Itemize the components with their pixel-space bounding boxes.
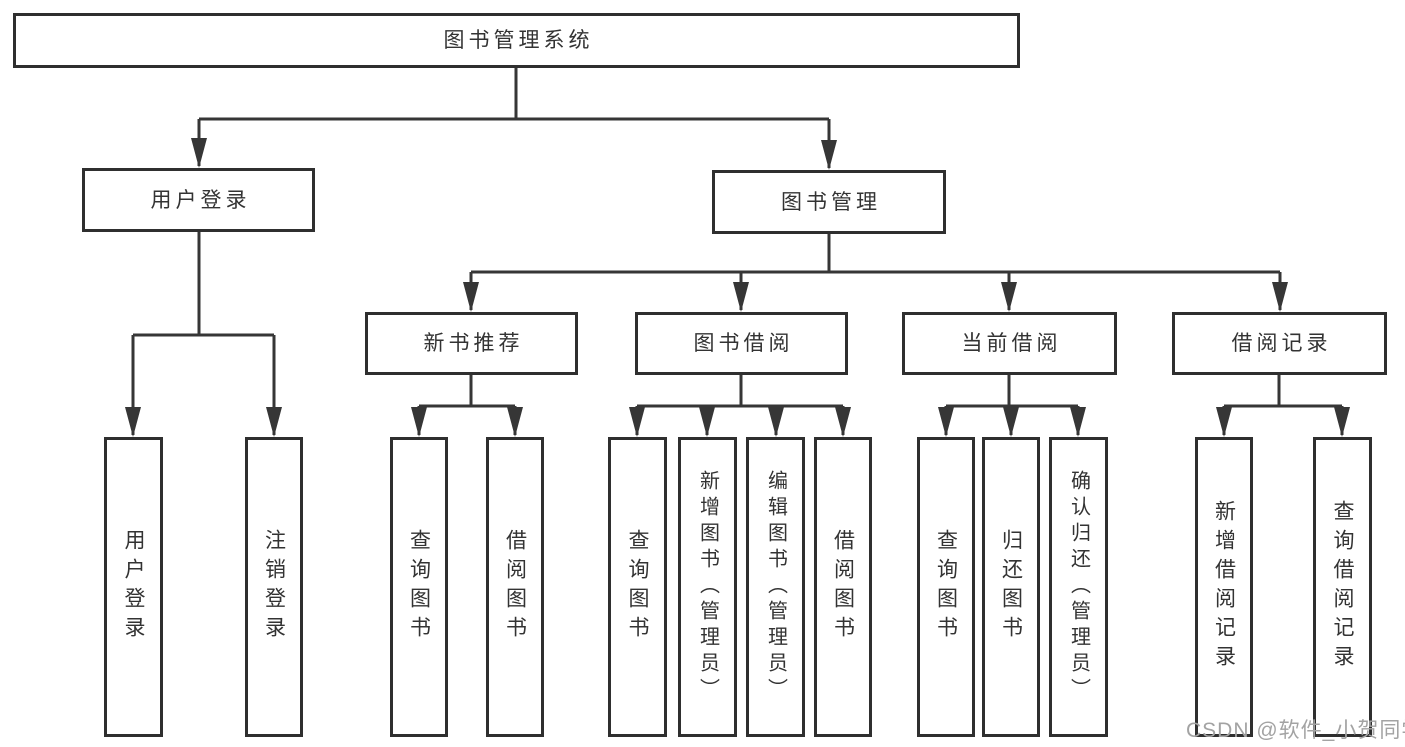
node-leaf-confirm-return-admin: 确认归还（管理员） bbox=[1049, 437, 1108, 737]
node-leaf-edit-book-admin: 编辑图书（管理员） bbox=[746, 437, 805, 737]
leaf-label: 编辑图书（管理员） bbox=[764, 470, 787, 704]
node-leaf-logout: 注销登录 bbox=[245, 437, 303, 737]
node-user-login: 用户登录 bbox=[82, 168, 315, 232]
leaf-label: 借阅图书 bbox=[831, 529, 855, 645]
leaf-label: 注销登录 bbox=[262, 529, 286, 645]
leaf-label: 新增借阅记录 bbox=[1212, 500, 1236, 674]
leaf-label: 新增图书（管理员） bbox=[696, 470, 719, 704]
node-leaf-add-book-admin: 新增图书（管理员） bbox=[678, 437, 737, 737]
node-leaf-query-books-current: 查询图书 bbox=[917, 437, 975, 737]
node-leaf-query-books-borrow: 查询图书 bbox=[608, 437, 667, 737]
leaf-label: 查询图书 bbox=[934, 529, 958, 645]
leaf-label: 查询图书 bbox=[407, 529, 431, 645]
leaf-label: 确认归还（管理员） bbox=[1067, 470, 1090, 704]
node-leaf-query-books-recommend: 查询图书 bbox=[390, 437, 448, 737]
arrowheads bbox=[125, 138, 1350, 437]
leaf-label: 查询借阅记录 bbox=[1331, 500, 1354, 674]
node-leaf-return-book: 归还图书 bbox=[982, 437, 1040, 737]
node-leaf-borrow-books-recommend: 借阅图书 bbox=[486, 437, 544, 737]
leaf-label: 借阅图书 bbox=[503, 529, 527, 645]
connector-lines bbox=[131, 68, 1344, 435]
leaf-label: 查询图书 bbox=[626, 529, 649, 645]
node-library-management-system: 图书管理系统 bbox=[13, 13, 1020, 68]
node-leaf-user-login: 用户登录 bbox=[104, 437, 163, 737]
node-leaf-add-borrow-record: 新增借阅记录 bbox=[1195, 437, 1253, 737]
node-leaf-query-borrow-record: 查询借阅记录 bbox=[1313, 437, 1372, 737]
node-book-management: 图书管理 bbox=[712, 170, 946, 234]
leaf-label: 归还图书 bbox=[999, 529, 1023, 645]
node-new-book-recommend: 新书推荐 bbox=[365, 312, 578, 375]
leaf-label: 用户登录 bbox=[122, 529, 145, 645]
node-current-borrow: 当前借阅 bbox=[902, 312, 1117, 375]
node-book-borrow: 图书借阅 bbox=[635, 312, 848, 375]
node-leaf-borrow-books: 借阅图书 bbox=[814, 437, 872, 737]
csdn-watermark: CSDN @软件_小贺同学 bbox=[1186, 719, 1405, 742]
node-borrow-record: 借阅记录 bbox=[1172, 312, 1387, 375]
